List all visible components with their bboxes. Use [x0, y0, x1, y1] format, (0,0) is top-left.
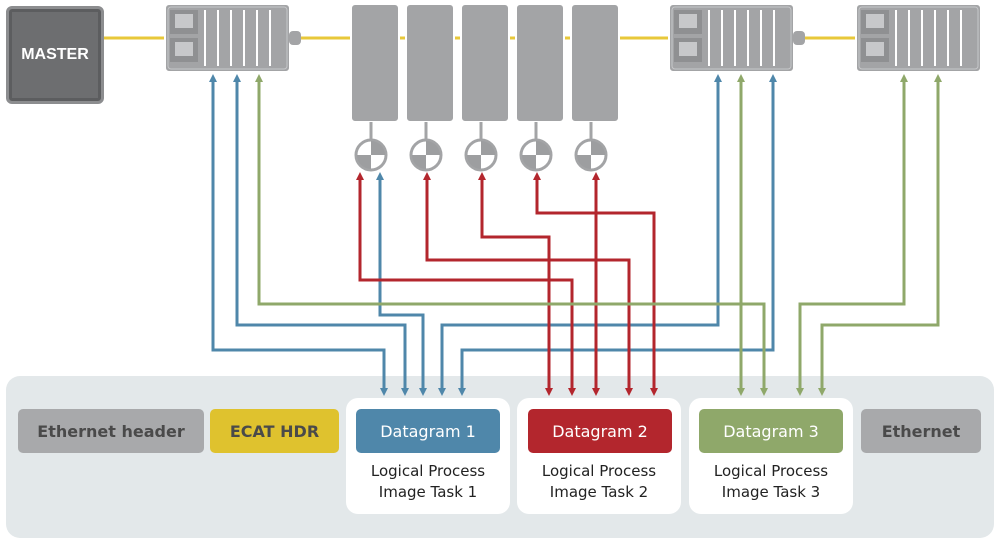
task3-connections — [255, 74, 942, 396]
datagram-2: Datagram 2 — [528, 409, 672, 453]
task-3-line2: Image Task 3 — [721, 483, 821, 501]
sensor-icons — [354, 122, 608, 172]
connection-line — [356, 172, 576, 396]
ethernet-trailer-label: Ethernet — [861, 409, 981, 453]
connection-line — [255, 74, 768, 396]
datagram-3: Datagram 3 — [699, 409, 843, 453]
connection-line — [376, 172, 427, 396]
task-2-text: Logical Process Image Task 2 — [517, 461, 681, 503]
master-node: MASTER — [6, 6, 104, 104]
master-label: MASTER — [21, 46, 89, 63]
coupler-device-1 — [164, 3, 301, 73]
sensor-icon — [354, 122, 388, 172]
sensor-icon — [464, 122, 498, 172]
ethernet-header-label: Ethernet header — [18, 409, 204, 453]
sensor-icon — [574, 122, 608, 172]
connection-line — [458, 74, 777, 396]
connection-line — [423, 172, 633, 396]
task-2-line2: Image Task 2 — [549, 483, 649, 501]
datagram-1: Datagram 1 — [356, 409, 500, 453]
coupler-device-3 — [855, 3, 982, 73]
task-2-line1: Logical Process — [541, 462, 657, 480]
task-1-line2: Image Task 1 — [378, 483, 478, 501]
sensor-icon — [519, 122, 553, 172]
coupler-device-2 — [668, 3, 805, 73]
io-terminals — [350, 3, 620, 123]
connection-line — [478, 172, 553, 396]
task1-connections — [209, 74, 777, 396]
task-1-line1: Logical Process — [370, 462, 486, 480]
sensor-icon — [409, 122, 443, 172]
connection-line — [796, 74, 908, 396]
task-3-text: Logical Process Image Task 3 — [689, 461, 853, 503]
task-1-text: Logical Process Image Task 1 — [346, 461, 510, 503]
connection-line — [209, 74, 388, 396]
ecat-hdr-label: ECAT HDR — [210, 409, 339, 453]
connection-line — [818, 74, 942, 396]
task-3-line1: Logical Process — [713, 462, 829, 480]
